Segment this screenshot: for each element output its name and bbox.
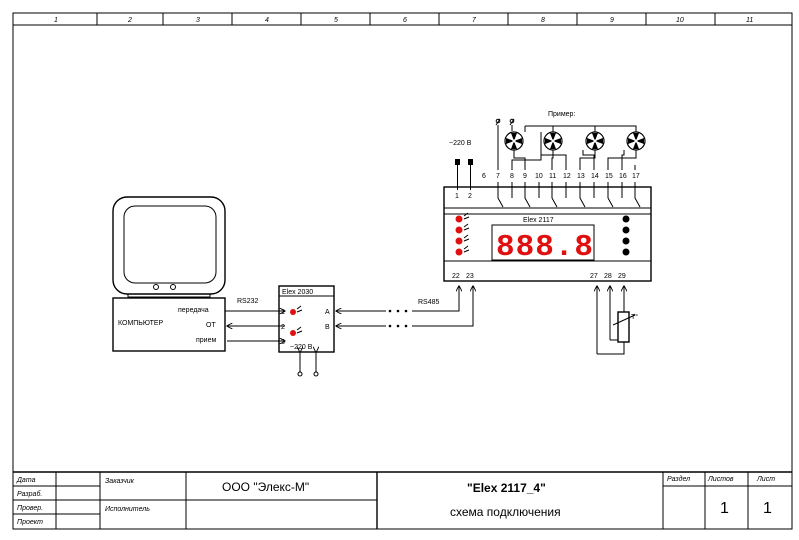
indicator-dot	[622, 215, 630, 223]
label-project: Проект	[17, 519, 43, 526]
monitor-button-icon	[153, 284, 159, 290]
converter-pin-b: B	[325, 324, 330, 331]
terminal-17: 17	[632, 173, 640, 180]
terminal-9: 9	[523, 173, 527, 180]
ruler-10: 10	[676, 17, 684, 24]
sheets-count: 1	[720, 500, 729, 517]
display-value: 888.8	[496, 230, 594, 265]
terminal-15: 15	[605, 173, 613, 180]
terminal-11: 11	[549, 173, 556, 180]
computer: КОМПЬЮТЕР передача ОТ прием	[112, 196, 226, 352]
terminal-22: 22	[452, 273, 460, 280]
terminal-14: 14	[591, 173, 599, 180]
terminal-27: 27	[590, 273, 598, 280]
sheet-number: 1	[763, 500, 772, 517]
system-unit	[112, 297, 226, 352]
ruler-9: 9	[610, 17, 614, 24]
document-title: "Elex 2117_4"	[467, 481, 546, 495]
ruler-2: 2	[127, 17, 132, 24]
top-ruler: 1 2 3 4 5 6 7 8 9 10 11	[13, 13, 792, 26]
fan-icon	[543, 131, 563, 151]
monitor-screen	[123, 205, 217, 284]
led-icon	[455, 226, 463, 234]
rs232-label: RS232	[237, 298, 259, 305]
terminal-10: 10	[535, 173, 543, 180]
rs485-label: RS485	[418, 299, 440, 306]
document-subtitle: схема подключения	[450, 505, 561, 519]
port-ot-label: ОТ	[206, 322, 216, 329]
terminal-6: 6	[482, 173, 486, 180]
elex-2117-controller: Elex 2117 888.8 ~220 В 1 2 6 7 8 9 10 11…	[443, 111, 652, 355]
fan-icon	[585, 131, 605, 151]
label-executor: Исполнитель	[105, 506, 150, 513]
led-icon	[290, 309, 296, 315]
terminal-8: 8	[510, 173, 514, 180]
converter-title: Elex 2030	[282, 289, 313, 296]
indicator-dot	[622, 248, 630, 256]
label-developer: Разраб.	[17, 490, 42, 498]
terminal-7: 7	[496, 173, 500, 180]
elex-2030-converter: Elex 2030 1 2 3 A B ~220 В	[278, 285, 335, 377]
label-sheet: Лист	[756, 476, 775, 483]
drawing-frame	[12, 12, 793, 530]
led-icon	[455, 248, 463, 256]
rs485-bus: RS485	[336, 286, 473, 327]
ruler-1: 1	[54, 17, 58, 24]
monitor-button-icon	[170, 284, 176, 290]
sensor-label: T°	[631, 313, 638, 321]
label-checker: Провер.	[17, 505, 43, 512]
temperature-sensor-icon	[617, 311, 630, 343]
monitor-outer	[112, 196, 226, 295]
port-receive-label: прием	[196, 337, 216, 344]
ruler-6: 6	[403, 17, 407, 24]
led-icon	[290, 330, 296, 336]
terminal-29: 29	[618, 273, 626, 280]
title-block: Дата Разраб. Провер. Проект Заказчик Исп…	[13, 471, 792, 529]
terminal-12: 12	[563, 173, 571, 180]
indicator-dot	[622, 237, 630, 245]
terminal-28: 28	[604, 273, 612, 280]
rs232-lines: RS232	[225, 298, 285, 341]
led-icon	[455, 215, 463, 223]
terminal-13: 13	[577, 173, 585, 180]
fan-icon	[504, 131, 524, 151]
terminal-2: 2	[468, 193, 472, 200]
ruler-8: 8	[541, 17, 545, 24]
led-icon	[455, 237, 463, 245]
terminal-23: 23	[466, 273, 474, 280]
example-label: Пример:	[548, 111, 575, 118]
indicator-dot	[622, 226, 630, 234]
converter-pin-a: A	[325, 309, 330, 316]
seven-segment-display	[491, 224, 595, 261]
fan-icon	[626, 131, 646, 151]
ruler-3: 3	[196, 17, 200, 24]
controller-power-label: ~220 В	[449, 140, 472, 147]
label-section: Раздел	[667, 475, 690, 483]
label-date: Дата	[16, 477, 36, 484]
controller-title: Elex 2117	[523, 217, 554, 224]
converter-pin-3: 3	[281, 339, 285, 346]
terminal-16: 16	[619, 173, 627, 180]
ruler-7: 7	[472, 17, 477, 24]
ruler-4: 4	[265, 17, 269, 24]
company-name: ООО "Элекс-М"	[222, 480, 309, 494]
port-transmit-label: передача	[178, 307, 209, 314]
terminal-1: 1	[455, 193, 459, 200]
power-plug-icon	[455, 159, 473, 190]
label-customer: Заказчик	[105, 478, 135, 485]
computer-label: КОМПЬЮТЕР	[118, 320, 164, 327]
converter-pin-2: 2	[281, 324, 285, 331]
ruler-5: 5	[334, 17, 338, 24]
ruler-11: 11	[746, 17, 753, 24]
converter-power-label: ~220 В	[290, 344, 313, 351]
converter-pin-1: 1	[281, 309, 285, 316]
label-sheets: Листов	[707, 476, 734, 483]
